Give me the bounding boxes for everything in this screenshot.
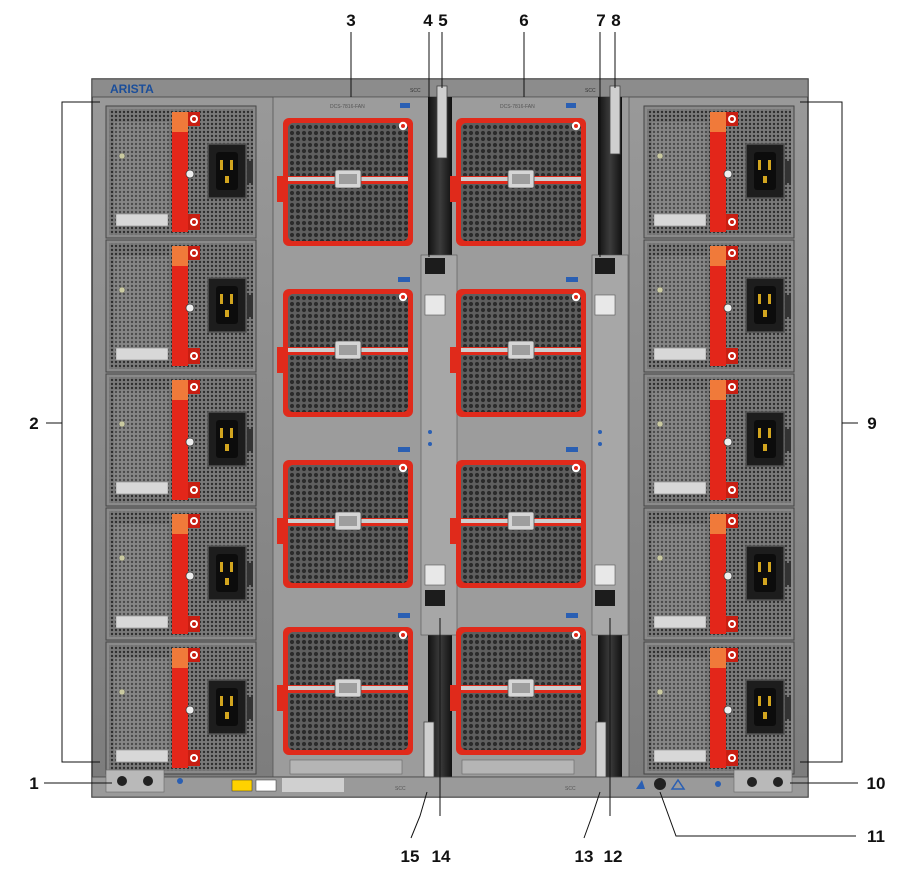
- psu-right[interactable]: [643, 507, 795, 641]
- psu-right[interactable]: [643, 641, 795, 775]
- ground-stud-left-2: [143, 776, 153, 786]
- fan-module[interactable]: [276, 288, 414, 418]
- callout-6: 6: [519, 11, 528, 30]
- callout-2: 2: [29, 414, 38, 433]
- ground-stud-right-1: [747, 777, 757, 787]
- psu-left[interactable]: [105, 239, 257, 373]
- callout-14: 14: [432, 847, 451, 866]
- callout-15: 15: [401, 847, 420, 866]
- psu-left[interactable]: [105, 641, 257, 775]
- callout-7: 7: [596, 11, 605, 30]
- fan-module[interactable]: [276, 117, 414, 247]
- ground-stud-right-2: [773, 777, 783, 787]
- fan-module[interactable]: [449, 288, 587, 418]
- fan-module[interactable]: [449, 459, 587, 589]
- psu-left[interactable]: [105, 373, 257, 507]
- callout-3: 3: [346, 11, 355, 30]
- callout-9: 9: [867, 414, 876, 433]
- brand-logo: ARISTA: [110, 82, 154, 96]
- esd-jack: [654, 778, 666, 790]
- psu-right[interactable]: [643, 105, 795, 239]
- callout-5: 5: [438, 11, 447, 30]
- latch-5: [436, 85, 448, 159]
- psu-right[interactable]: [643, 239, 795, 373]
- ground-stud-left-1: [117, 776, 127, 786]
- callout-8: 8: [611, 11, 620, 30]
- callout-13: 13: [575, 847, 594, 866]
- svg-text:SCC: SCC: [410, 88, 421, 94]
- svg-text:DCS-7816-FAN: DCS-7816-FAN: [500, 104, 535, 110]
- svg-text:DCS-7816-FAN: DCS-7816-FAN: [330, 104, 365, 110]
- psu-left[interactable]: [105, 105, 257, 239]
- callout-12: 12: [604, 847, 623, 866]
- warning-label-icon: [231, 779, 253, 792]
- callout-4: 4: [423, 11, 433, 30]
- fan-module[interactable]: [276, 459, 414, 589]
- psu-left[interactable]: [105, 507, 257, 641]
- fan-module[interactable]: [449, 117, 587, 247]
- fan-module[interactable]: [276, 626, 414, 756]
- callout-11: 11: [867, 827, 885, 846]
- svg-text:SCC: SCC: [395, 786, 406, 792]
- fan-module[interactable]: [449, 626, 587, 756]
- psu-right[interactable]: [643, 373, 795, 507]
- latch-8: [609, 85, 621, 155]
- svg-text:SCC: SCC: [585, 88, 596, 94]
- callout-10: 10: [867, 774, 886, 793]
- svg-text:SCC: SCC: [565, 786, 576, 792]
- callout-1: 1: [29, 774, 38, 793]
